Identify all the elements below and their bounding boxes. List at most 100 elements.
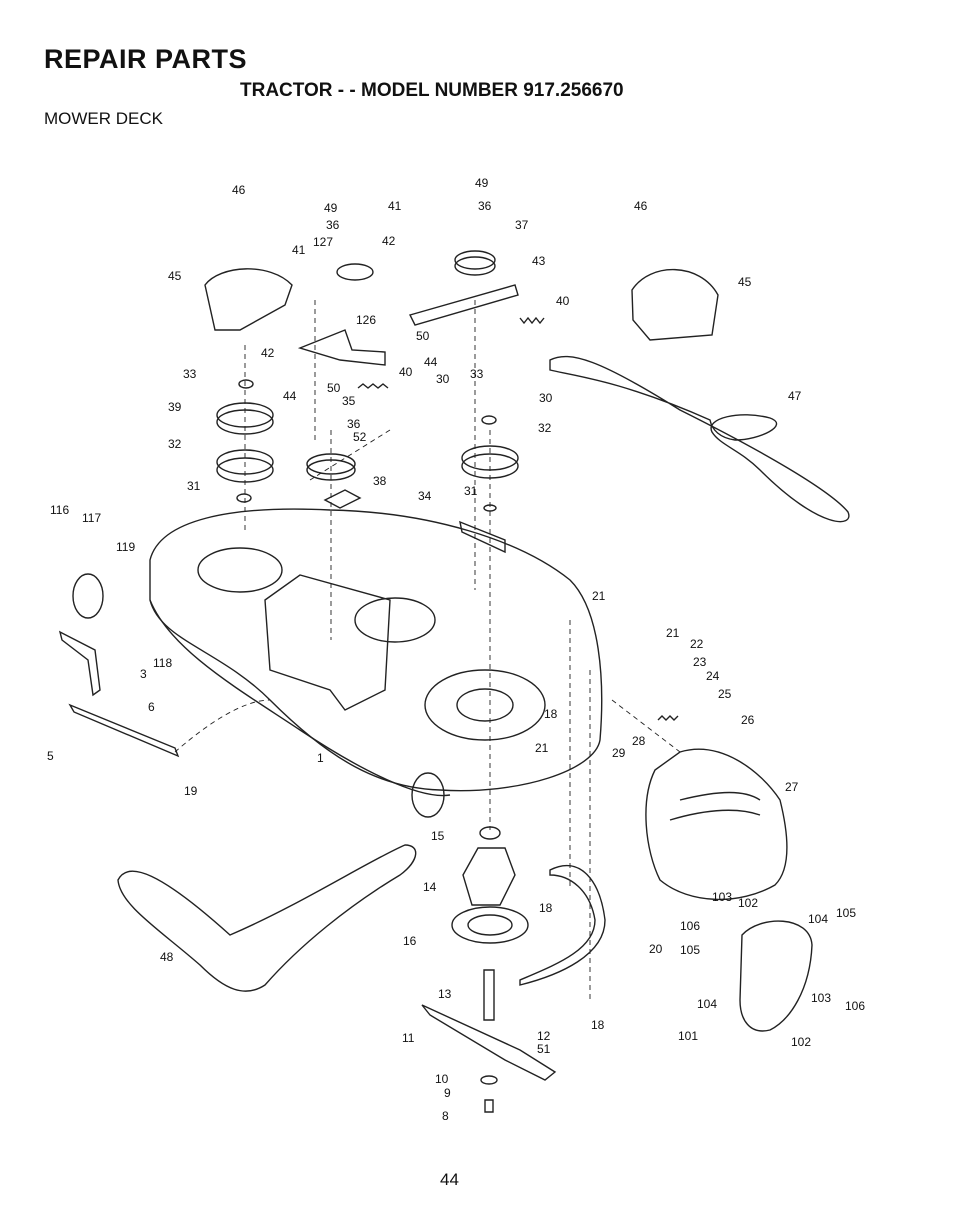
callout-c51: 51 <box>537 1042 551 1056</box>
spring-40-right <box>519 316 545 325</box>
callout-c5: 5 <box>47 749 54 763</box>
callout-c43: 43 <box>532 254 546 268</box>
idler-arm-43 <box>408 284 519 326</box>
callout-c41a: 41 <box>292 243 306 257</box>
callout-c47: 47 <box>788 389 802 403</box>
callout-c50a: 50 <box>416 329 430 343</box>
callout-c8: 8 <box>442 1109 449 1123</box>
callout-c49b: 49 <box>475 176 489 190</box>
callout-c36b: 36 <box>478 199 492 213</box>
callout-c32b: 32 <box>168 437 182 451</box>
bar-6 <box>68 703 180 758</box>
callout-c3: 3 <box>140 667 147 681</box>
callout-c39: 39 <box>168 400 182 414</box>
callout-c12: 12 <box>537 1029 551 1043</box>
callout-c26: 26 <box>741 713 755 727</box>
callout-c28: 28 <box>632 734 646 748</box>
washer-10 <box>480 1075 498 1085</box>
callout-c16: 16 <box>403 934 417 948</box>
pulley-37 <box>454 250 496 270</box>
callout-c126: 126 <box>356 313 376 327</box>
callout-c42a: 42 <box>382 234 396 248</box>
callout-c119: 119 <box>116 540 135 554</box>
chute-stripe-2 <box>669 809 761 821</box>
callout-c46b: 46 <box>634 199 648 213</box>
callout-c18a: 18 <box>544 707 558 721</box>
callout-c34: 34 <box>418 489 432 503</box>
callout-c50b: 50 <box>327 381 341 395</box>
page-number: 44 <box>440 1170 459 1189</box>
callout-c18b: 18 <box>539 901 553 915</box>
mulch-door-101 <box>739 920 813 1032</box>
callout-c118: 118 <box>153 656 172 670</box>
callout-c33b: 33 <box>470 367 484 381</box>
callout-c36c: 36 <box>347 417 361 431</box>
spacer-16 <box>451 906 529 944</box>
discharge-chute-27 <box>645 748 788 901</box>
callout-c44b: 44 <box>283 389 297 403</box>
callout-c41b: 41 <box>388 199 402 213</box>
blade-11 <box>421 1004 557 1081</box>
callout-c116: 116 <box>50 503 69 517</box>
callout-c27: 27 <box>785 780 799 794</box>
gauge-wheel-front <box>411 772 445 818</box>
callout-c104b: 104 <box>697 997 717 1011</box>
shaft-13 <box>483 969 495 1021</box>
callout-c9: 9 <box>444 1086 451 1100</box>
gauge-wheel-left <box>72 573 104 619</box>
spring-40-left <box>357 383 389 389</box>
callout-c38: 38 <box>373 474 387 488</box>
callout-c18c: 18 <box>591 1018 605 1032</box>
callout-c13: 13 <box>438 987 452 1001</box>
callout-c102b: 102 <box>791 1035 811 1049</box>
callout-c10: 10 <box>435 1072 449 1086</box>
callout-c101: 101 <box>678 1029 698 1043</box>
belt-47 <box>549 355 850 523</box>
callout-c24: 24 <box>706 669 720 683</box>
nut-33-right <box>481 415 497 425</box>
callout-c11: 11 <box>402 1031 415 1045</box>
callout-c103b: 103 <box>811 991 831 1005</box>
belt-cover-45-right <box>631 268 719 341</box>
callout-c30b: 30 <box>539 391 553 405</box>
callout-c106a: 106 <box>680 919 700 933</box>
callout-c40a: 40 <box>556 294 570 308</box>
callout-c106b: 106 <box>845 999 865 1013</box>
washer-31-left <box>236 493 252 503</box>
callout-c32a: 32 <box>538 421 552 435</box>
page-title: REPAIR PARTS <box>44 44 248 74</box>
bracket-34 <box>459 520 506 554</box>
callout-c35: 35 <box>342 394 356 408</box>
section-heading: MOWER DECK <box>44 109 163 128</box>
baffle-20 <box>519 864 606 986</box>
pulley-39 <box>216 402 274 428</box>
callout-c21b: 21 <box>666 626 680 640</box>
callout-labels: 4645493612741414249363743464540126425044… <box>47 176 865 1123</box>
callout-c48: 48 <box>160 950 174 964</box>
callout-c29: 29 <box>612 746 626 760</box>
pulley-52 <box>306 453 356 475</box>
model-subtitle: TRACTOR - - MODEL NUMBER 917.256670 <box>240 80 624 101</box>
alignment-lines <box>174 300 681 1000</box>
callout-c127: 127 <box>313 235 333 249</box>
nut-33-left <box>238 379 254 389</box>
callout-c49a: 49 <box>324 201 338 215</box>
callout-c37: 37 <box>515 218 529 232</box>
callout-c1: 1 <box>317 751 324 765</box>
callout-c36a: 36 <box>326 218 340 232</box>
callout-c20: 20 <box>649 942 663 956</box>
deck-spindle-left <box>197 547 283 593</box>
deck-spindle-right-hub <box>456 688 514 722</box>
deck-mount-bracket <box>264 574 391 711</box>
bracket-38 <box>323 489 362 509</box>
callout-c104a: 104 <box>808 912 828 926</box>
bracket-3 <box>58 630 101 697</box>
deck-spindle-center <box>354 597 436 643</box>
callout-c102a: 102 <box>738 896 758 910</box>
idler-arm-126 <box>297 329 386 366</box>
callout-c25: 25 <box>718 687 732 701</box>
callout-c14: 14 <box>423 880 437 894</box>
belt-48 <box>117 844 417 992</box>
callout-c6: 6 <box>148 700 155 714</box>
